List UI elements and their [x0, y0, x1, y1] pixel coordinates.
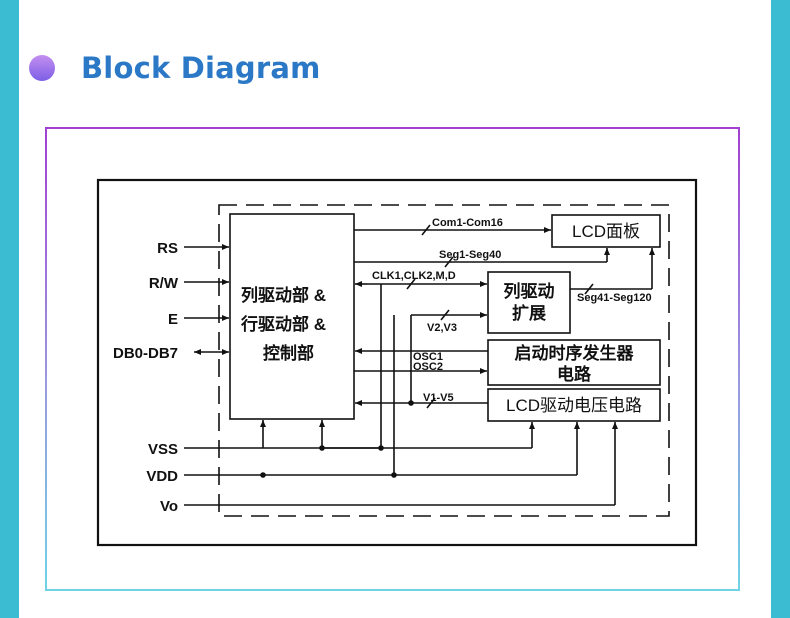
block-diagram: RS R/W E DB0-DB7 VSS VDD Vo 列驱动部 & 行驱动部 … [96, 178, 698, 547]
voltage-label: LCD驱动电压电路 [506, 396, 642, 415]
diagram-frame: RS R/W E DB0-DB7 VSS VDD Vo 列驱动部 & 行驱动部 … [45, 127, 740, 591]
signal-v15: V1-V5 [423, 392, 454, 404]
column-ext-label-1: 列驱动 [504, 281, 555, 301]
section-heading: Block Diagram [29, 48, 321, 88]
lcd-panel-block [551, 214, 661, 248]
section-title: Block Diagram [81, 51, 321, 85]
signal-osc1: OSC1 [413, 351, 443, 363]
left-accent-bar [0, 0, 19, 618]
input-vo: Vo [160, 498, 178, 515]
bullet-dot-icon [29, 55, 55, 81]
main-control-block [229, 213, 355, 420]
input-db: DB0-DB7 [113, 345, 178, 362]
main-label-2: 行驱动部 & [240, 314, 326, 334]
lcd-panel-label: LCD面板 [572, 222, 640, 241]
signal-seg-b: Seg41-Seg120 [577, 292, 652, 304]
oscillator-label-1: 启动时序发生器 [515, 343, 635, 363]
column-ext-label-2: 扩展 [512, 303, 546, 323]
input-rs: RS [157, 240, 178, 257]
voltage-block [487, 388, 661, 422]
input-e: E [168, 311, 178, 328]
oscillator-block [487, 339, 661, 386]
chip-boundary [218, 204, 670, 517]
signal-osc2: OSC2 [413, 361, 443, 373]
input-vdd: VDD [146, 468, 178, 485]
input-rw: R/W [149, 275, 179, 292]
oscillator-label-2: 电路 [557, 364, 592, 384]
right-accent-bar [771, 0, 790, 618]
input-vss: VSS [148, 441, 178, 458]
signal-com: Com1-Com16 [432, 217, 503, 229]
signal-clk: CLK1,CLK2,M,D [372, 270, 456, 282]
column-ext-block [487, 271, 571, 334]
main-label-1: 列驱动部 & [241, 285, 326, 305]
signal-seg-a: Seg1-Seg40 [439, 249, 501, 261]
signal-v23: V2,V3 [427, 322, 457, 334]
outer-box [96, 178, 698, 547]
main-label-3: 控制部 [263, 343, 314, 363]
